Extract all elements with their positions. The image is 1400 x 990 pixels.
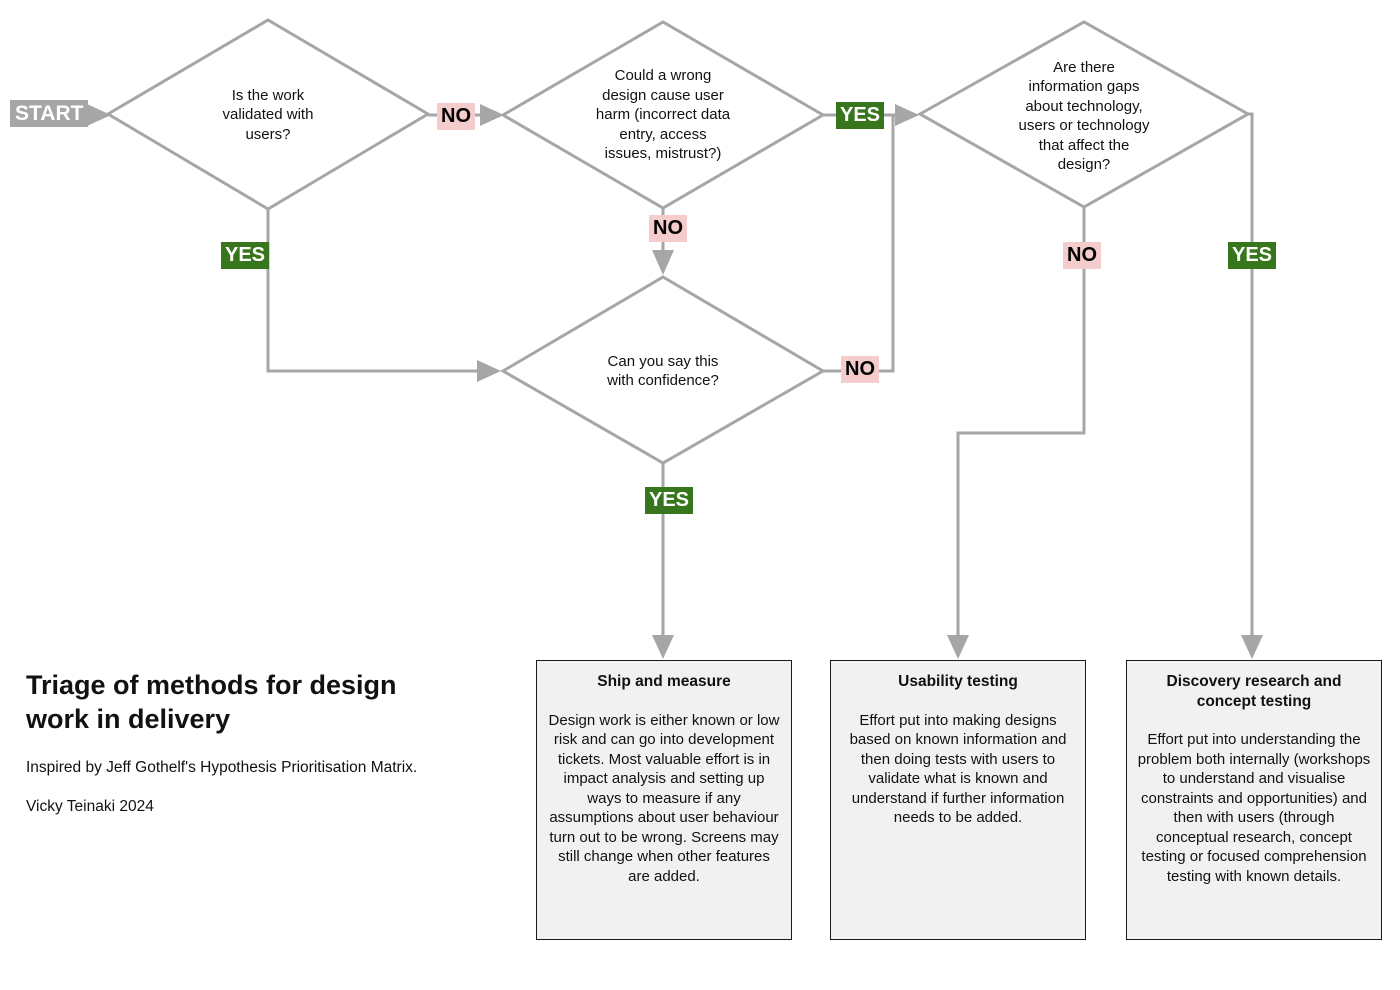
outcome-box-ship-and-measure: Ship and measure Design work is either k…: [536, 660, 792, 940]
outcome-title: Discovery research and concept testing: [1166, 673, 1342, 710]
decision-gaps-text: Are there information gaps about technol…: [1018, 58, 1150, 174]
arrowhead-into-confidence-left: [477, 360, 501, 382]
edge-confidence-no-to-gaps: [823, 116, 895, 373]
outcome-box-usability-testing: Usability testing Effort put into making…: [830, 660, 1086, 940]
arrowhead-into-harm: [480, 104, 504, 126]
arrowhead-into-discovery-box: [1241, 635, 1263, 659]
decision-validated-text: Is the work validated with users?: [222, 86, 314, 143]
edge-gaps-no-to-usability: [956, 207, 1086, 640]
decision-validated-diamond: [105, 18, 431, 211]
decision-confidence-diamond: [500, 275, 826, 465]
outcome-body: Effort put into making designs based on …: [849, 711, 1067, 827]
outcome-title: Ship and measure: [597, 673, 731, 690]
page-title: Triage of methods for design work in del…: [26, 670, 397, 734]
arrowhead-into-confidence-top: [652, 250, 674, 275]
outcome-box-discovery-research: Discovery research and concept testing E…: [1126, 660, 1382, 940]
decision-harm-text: Could a wrong design cause user harm (in…: [595, 67, 731, 163]
decision-gaps-diamond: [916, 20, 1252, 209]
confidence-no-label: NO: [841, 356, 879, 383]
decision-harm-diamond: [500, 20, 826, 210]
arrowhead-into-gaps: [895, 104, 919, 126]
harm-no-label: NO: [649, 215, 687, 242]
page-subtitle: Inspired by Jeff Gothelf's Hypothesis Pr…: [26, 759, 418, 776]
validated-no-label: NO: [437, 103, 475, 130]
edge-validated-yes-to-confidence: [266, 208, 479, 373]
arrowhead-into-ship-box: [652, 635, 674, 659]
author-credit: Vicky Teinaki 2024: [26, 798, 154, 815]
harm-yes-label: YES: [836, 102, 885, 129]
outcome-body: Design work is either known or low risk …: [548, 711, 780, 885]
confidence-yes-label: YES: [645, 487, 694, 514]
start-label: START: [10, 100, 89, 127]
gaps-yes-label: YES: [1228, 242, 1277, 269]
arrowhead-into-validated: [87, 104, 111, 126]
outcome-title: Usability testing: [898, 673, 1018, 690]
validated-yes-label: YES: [221, 242, 270, 269]
edge-gaps-yes-to-discovery: [1248, 112, 1254, 640]
outcome-body: Effort put into understanding the proble…: [1137, 731, 1371, 885]
arrowhead-into-usability-box: [947, 635, 969, 659]
decision-confidence-text: Can you say this with confidence?: [607, 352, 719, 390]
gaps-no-label: NO: [1063, 242, 1101, 269]
